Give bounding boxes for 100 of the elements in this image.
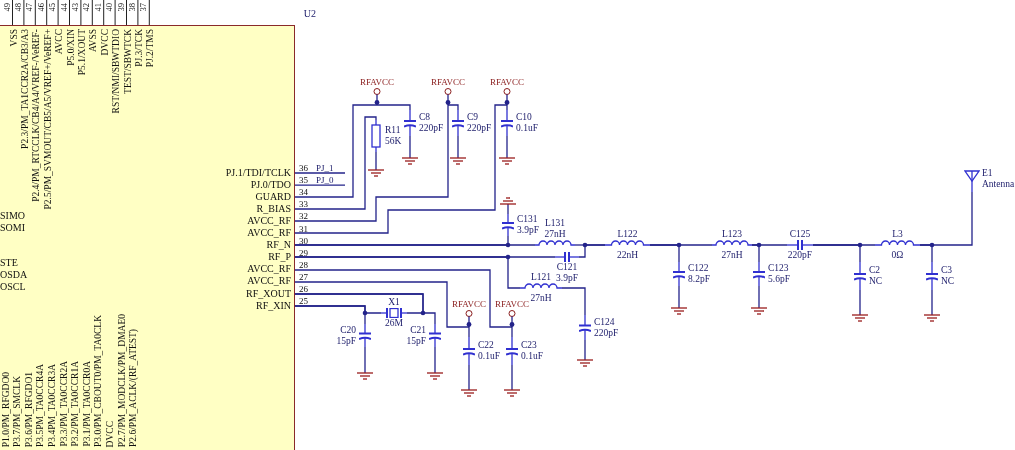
- part-value: 15pF: [406, 335, 426, 347]
- wire: [294, 244, 536, 246]
- pin-name: P3.6/PM_RFGDO1: [23, 371, 35, 447]
- wire: [294, 269, 513, 328]
- part-value: 5.6pF: [768, 274, 790, 285]
- part-reference: L131: [544, 218, 566, 229]
- part-reference: C3: [941, 265, 953, 276]
- pin-number: 30: [299, 234, 308, 247]
- pin-name: RF_XIN: [256, 299, 291, 312]
- part-value: 220pF: [594, 327, 619, 339]
- pin-number: 45: [47, 3, 59, 12]
- pin-number: 40: [104, 3, 116, 12]
- pin-name: SIMO: [0, 210, 25, 222]
- pin-name: AVSS: [88, 29, 100, 53]
- pin-name: OSCL: [0, 281, 26, 293]
- part-reference: C21: [410, 324, 426, 336]
- pin-name: P3.3/PM_TA0CCR2A: [58, 361, 70, 447]
- pin-name: RF_XOUT: [246, 287, 291, 300]
- part-reference: C10: [516, 112, 532, 123]
- part-value: 27nH: [721, 250, 743, 261]
- part-value: 56K: [385, 136, 402, 147]
- part-reference: L123: [721, 229, 743, 240]
- part-value: 0.1uF: [521, 351, 543, 362]
- wire: [468, 326, 470, 338]
- part-reference: C125: [789, 229, 811, 240]
- wire: [294, 104, 508, 234]
- pin-name: P3.4PM_TA0CCR3A: [46, 364, 58, 447]
- wire: [447, 104, 459, 111]
- part-value: 220pF: [419, 123, 444, 134]
- pin-name: OSDA: [0, 269, 28, 281]
- part-reference: C9: [467, 112, 479, 123]
- part-reference: X1: [388, 297, 400, 308]
- power-net-label: RFAVCC: [359, 77, 395, 88]
- part-reference: C20: [340, 324, 356, 336]
- pin-name: AVCC_RF: [247, 227, 291, 239]
- pin-name: RF_N: [266, 239, 291, 252]
- part-value: 0.1uF: [516, 123, 538, 134]
- part-value: NC: [941, 276, 955, 287]
- part-reference: C131: [517, 214, 538, 225]
- part-value: 22nH: [616, 250, 639, 261]
- wire: [294, 293, 436, 325]
- pin-name: P5.0/XIN: [65, 29, 77, 66]
- pin-number: 46: [35, 3, 47, 12]
- pin-number: 42: [81, 3, 93, 12]
- pin-number: 38: [126, 3, 138, 12]
- wire: [812, 244, 876, 246]
- part-value: 220pF: [467, 123, 492, 134]
- pin-number: 37: [138, 3, 150, 12]
- pin-name: AVCC_RF: [247, 263, 291, 276]
- pin-name: P3.7/PM_SMCLK: [12, 376, 24, 447]
- pin-name: RF_P: [268, 251, 291, 264]
- pin-name: PJ.1/TDI/TCLK: [225, 166, 291, 179]
- pin-number: 28: [299, 258, 308, 271]
- part-reference: R11: [385, 125, 401, 136]
- pin-name: P3.1/PM_TA0CCR0A: [81, 361, 93, 447]
- pin-number: 26: [299, 283, 308, 295]
- part-value: 26M: [385, 318, 403, 329]
- part-reference: C22: [478, 340, 494, 351]
- part-value: 220pF: [787, 250, 813, 261]
- pin-name: P5.1/XOUT: [76, 29, 88, 76]
- pin-name: AVCC_RF: [247, 214, 291, 227]
- power-net-label: RFAVCC: [494, 299, 530, 310]
- pin-name: STE: [0, 257, 18, 269]
- pin-number: 44: [58, 3, 70, 12]
- pin-number: 27: [299, 270, 308, 283]
- part-value: NC: [869, 276, 883, 287]
- part-value: 3.9pF: [556, 273, 578, 284]
- pin-name: TEST/SBWTCK: [122, 29, 134, 94]
- pin-name: P3.2/PM_TA0CCR1A: [70, 361, 82, 447]
- pin-number: 41: [92, 3, 104, 12]
- pin-name: R_BIAS: [256, 202, 291, 215]
- pin-name: P2.6/PM_ACLK/(RF_ATEST): [128, 329, 140, 447]
- part-value: 0.1uF: [478, 351, 500, 362]
- pin-name: VSS: [8, 29, 20, 47]
- part-reference: C8: [419, 112, 431, 123]
- pin-name: DVCC: [99, 29, 111, 56]
- pin-number: 49: [1, 3, 13, 12]
- power-net-label: RFAVCC: [451, 299, 487, 310]
- power-net-label: RFAVCC: [489, 77, 525, 88]
- pin-name: P1.0/PM_RFGDO0: [0, 371, 12, 447]
- pin-name: GUARD: [255, 190, 291, 203]
- wire: [294, 281, 470, 328]
- wire: [919, 191, 973, 246]
- pin-number: 48: [12, 3, 24, 12]
- pin-name: P2.7/PM_MODCLK/PM_DMAE0: [116, 313, 128, 447]
- pin-name: AVCC_RF: [247, 275, 291, 288]
- wire: [506, 104, 508, 111]
- pin-number: 36: [299, 162, 308, 174]
- part-value: Antenna: [982, 179, 1015, 190]
- pin-number: 25: [299, 295, 308, 308]
- wire: [294, 305, 366, 325]
- pin-name: SOMI: [0, 222, 25, 234]
- part-reference: C121: [556, 262, 578, 273]
- pin-number: 29: [299, 246, 308, 259]
- part-reference: C23: [521, 340, 537, 351]
- pin-name: RST/NMI/SBWTDIO: [111, 29, 123, 114]
- pin-name: P3.0/PM_CBOUT0/PM_TA0CLK: [93, 315, 105, 447]
- pin-number: 34: [299, 186, 308, 199]
- part-reference: C123: [768, 263, 789, 274]
- wire: [294, 104, 378, 198]
